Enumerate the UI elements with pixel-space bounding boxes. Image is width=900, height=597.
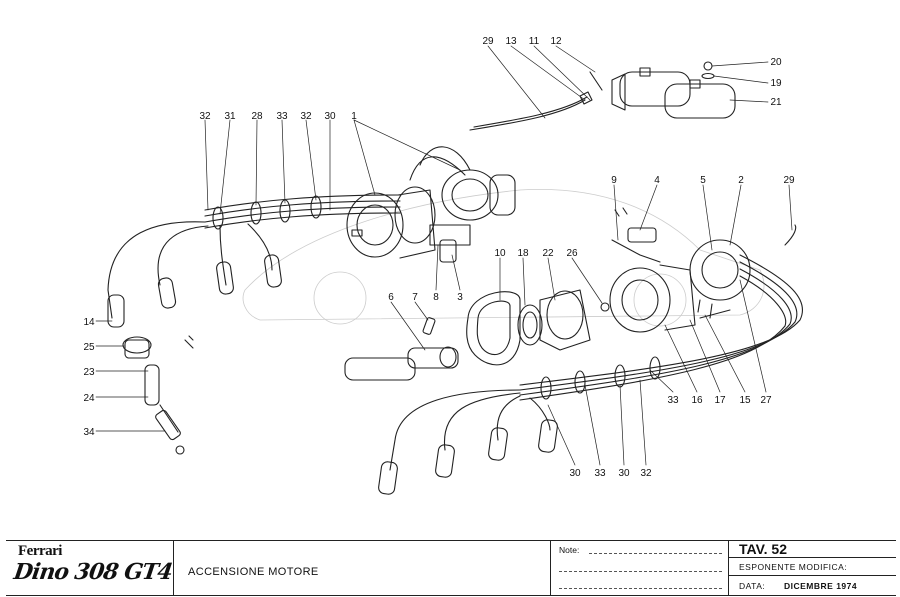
- note-line: [589, 553, 722, 554]
- lead-bundle-lower: [519, 224, 804, 401]
- title-block: Ferrari Dino 308 GT4 ACCENSIONE MOTORE N…: [6, 540, 896, 596]
- plug-leads-lower: [378, 389, 558, 495]
- logo-cell: Ferrari Dino 308 GT4: [6, 541, 174, 595]
- callout-30: 30: [569, 468, 581, 479]
- callout-20: 20: [770, 57, 782, 68]
- condenser-and-bracket: [429, 224, 471, 263]
- callout-14: 14: [83, 317, 95, 328]
- callout-10: 10: [494, 248, 506, 259]
- callout-4: 4: [654, 175, 660, 186]
- modification-exponent: ESPONENTE MODIFICA:: [729, 558, 896, 576]
- callout-1: 1: [351, 111, 357, 122]
- distributor-lower: [609, 207, 696, 333]
- callout-18: 18: [517, 248, 529, 259]
- callout-30: 30: [324, 111, 336, 122]
- callout-9: 9: [611, 175, 617, 186]
- ferrari-logo: Ferrari: [18, 543, 62, 559]
- callout-labels: 29 13 11 12 20 19 21 32 31 28 33 32 30 1…: [83, 36, 795, 479]
- callout-16: 16: [691, 395, 703, 406]
- callout-7: 7: [412, 292, 418, 303]
- callout-32: 32: [199, 111, 211, 122]
- drawing-description: ACCENSIONE MOTORE: [188, 566, 319, 578]
- date-label: DATA:: [739, 581, 766, 591]
- car-silhouette: [242, 188, 765, 327]
- callout-33: 33: [667, 395, 679, 406]
- exploded-view-drawing: 29 13 11 12 20 19 21 32 31 28 33 32 30 1…: [83, 36, 804, 495]
- callout-17: 17: [714, 395, 726, 406]
- distributor-upper-left: [346, 186, 436, 259]
- callout-26: 26: [566, 248, 578, 259]
- oring-and-housing: [517, 289, 610, 351]
- callout-22: 22: [542, 248, 554, 259]
- callout-24: 24: [83, 393, 95, 404]
- note-line: [559, 588, 722, 589]
- description-cell: ACCENSIONE MOTORE: [174, 541, 551, 595]
- callout-27: 27: [760, 395, 772, 406]
- callout-29: 29: [783, 175, 795, 186]
- callout-13: 13: [505, 36, 517, 47]
- lead-bundle-upper: [204, 194, 401, 230]
- callout-8: 8: [433, 292, 439, 303]
- date-value: DICEMBRE 1974: [784, 581, 858, 591]
- leader-lines: [95, 45, 793, 466]
- date-row: DATA: DICEMBRE 1974: [729, 576, 896, 597]
- callout-33: 33: [594, 468, 606, 479]
- ignition-coils-upper: [589, 61, 736, 119]
- plug-leads-upper: [107, 221, 282, 328]
- callout-19: 19: [770, 78, 782, 89]
- callout-21: 21: [770, 97, 782, 108]
- callout-31: 31: [224, 111, 236, 122]
- callout-29: 29: [482, 36, 494, 47]
- callout-25: 25: [83, 342, 95, 353]
- callout-5: 5: [700, 175, 706, 186]
- gasket-10: [466, 291, 521, 366]
- callout-2: 2: [738, 175, 744, 186]
- callout-3: 3: [457, 292, 463, 303]
- distributor-upper-right: [409, 146, 516, 221]
- callout-32: 32: [300, 111, 312, 122]
- callout-11: 11: [529, 36, 540, 47]
- callout-30: 30: [618, 468, 630, 479]
- table-number: TAV. 52: [729, 541, 896, 558]
- notes-label: Note:: [559, 545, 580, 555]
- callout-15: 15: [739, 395, 751, 406]
- callout-6: 6: [388, 292, 394, 303]
- callout-12: 12: [550, 36, 562, 47]
- dino-logo: Dino 308 GT4: [12, 559, 174, 585]
- notes-cell: Note:: [551, 541, 729, 595]
- ht-lead-upper: [469, 91, 593, 131]
- shaft-and-pin: [344, 317, 459, 381]
- callout-23: 23: [83, 367, 95, 378]
- distributor-cap-lower: [689, 239, 751, 319]
- note-line: [559, 571, 722, 572]
- callout-32: 32: [640, 468, 652, 479]
- callout-28: 28: [251, 111, 263, 122]
- tav-cell: TAV. 52 ESPONENTE MODIFICA: DATA: DICEMB…: [729, 541, 896, 595]
- callout-33: 33: [276, 111, 288, 122]
- spark-plug-parts: [122, 335, 194, 455]
- callout-34: 34: [83, 427, 95, 438]
